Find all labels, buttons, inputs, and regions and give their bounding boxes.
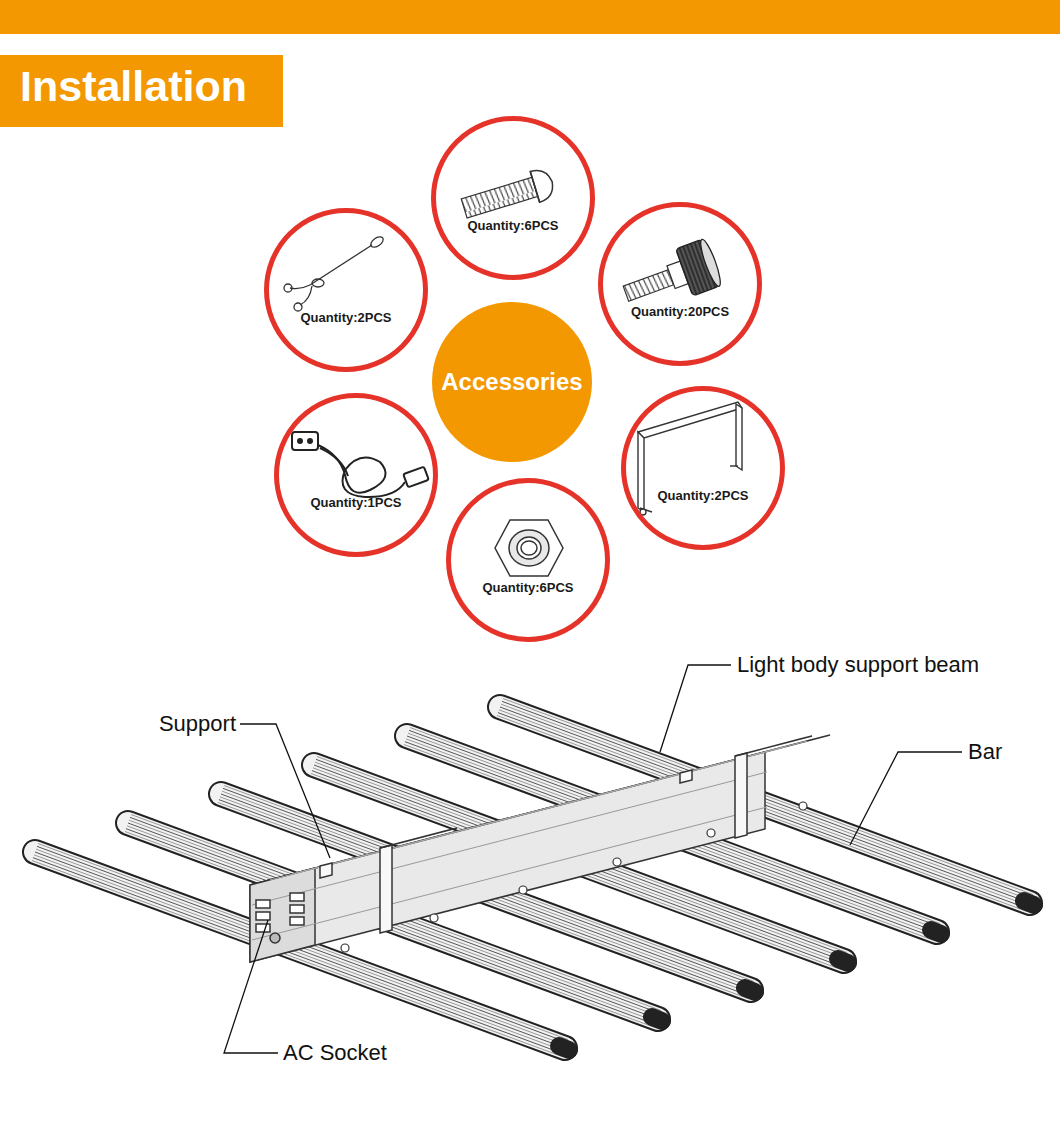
accessory-circle: Quantity:2PCS — [264, 208, 428, 372]
part-label: Support — [159, 711, 236, 737]
quantity-text: Quantity:20PCS — [631, 304, 729, 319]
accessories-circle: Accessories — [432, 302, 592, 462]
quantity-text: Quantity:2PCS — [657, 488, 748, 503]
accessory-circle: Quantity:1PCS — [274, 393, 438, 557]
quantity-text: Quantity:2PCS — [300, 310, 391, 325]
accessory-circle: Quantity:6PCS — [431, 116, 595, 280]
part-label: AC Socket — [283, 1040, 387, 1066]
part-label: Bar — [968, 739, 1002, 765]
title-text: Installation — [20, 62, 247, 111]
quantity-text: Quantity:1PCS — [310, 495, 401, 510]
part-label: Light body support beam — [737, 652, 979, 678]
center-label: Accessories — [441, 368, 582, 396]
accessory-circle: Quantity:20PCS — [598, 202, 762, 366]
quantity-text: Quantity:6PCS — [467, 218, 558, 233]
accessory-circle: Quantity:2PCS — [621, 386, 785, 550]
quantity-text: Quantity:6PCS — [482, 580, 573, 595]
accessory-circle: Quantity:6PCS — [446, 478, 610, 642]
top-band — [0, 0, 1060, 34]
